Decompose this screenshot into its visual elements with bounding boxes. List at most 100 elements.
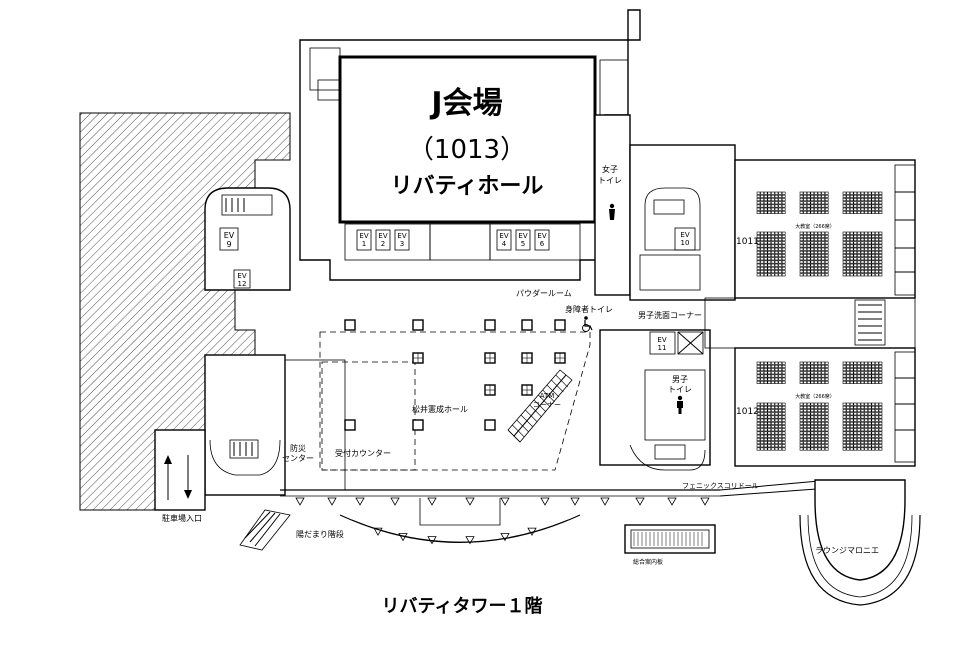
facade-post [373,527,383,536]
mens-toilet-label: 男子トイレ [668,375,692,394]
seat [878,364,883,368]
seat [778,244,782,248]
seat [767,244,772,248]
seat [767,234,772,238]
seat [774,374,779,378]
seat [814,234,818,238]
seat [781,234,786,238]
seat [763,198,768,202]
seat [875,247,879,251]
seat [871,198,876,202]
seat [878,231,883,235]
seat [849,368,854,372]
seat [857,402,861,406]
seat [763,371,768,375]
seat [760,207,764,211]
seat [803,409,807,413]
seat [849,421,854,425]
seat [817,447,822,451]
seat [849,191,854,195]
seat [864,273,868,277]
seat [806,254,811,258]
seat [821,447,825,451]
seat [821,412,825,416]
seat [814,198,818,202]
seat [799,250,804,254]
seat [878,412,883,416]
lounge[interactable] [799,479,921,606]
seat [814,266,818,270]
seat [875,447,879,451]
seat [821,377,825,381]
seat [817,247,822,251]
facade-post [390,497,400,506]
seat [842,194,847,198]
classroom-1011[interactable] [734,159,916,299]
seat [871,266,876,270]
seat [781,368,786,372]
seat [760,437,764,441]
seat [824,361,829,365]
seat [871,241,876,245]
seat [778,247,782,251]
seat [778,425,782,429]
seat [810,250,815,254]
seat [853,201,858,205]
seat [871,447,876,451]
seat [771,425,775,429]
seat [756,425,761,429]
seat [774,437,779,441]
seat [763,415,768,419]
seat [821,270,825,274]
seat [771,207,775,211]
column [484,319,496,331]
seat [806,415,811,419]
seat [875,273,879,277]
seat [774,425,779,429]
seat [871,250,876,254]
column [344,419,356,431]
seat [756,247,761,251]
seat [760,418,764,422]
seat [767,201,772,205]
column [412,419,424,431]
seat [803,447,807,451]
seat [867,371,872,375]
seat [842,241,847,245]
seat [867,447,872,451]
seat [824,441,829,445]
seat [763,204,768,208]
seat [867,437,872,441]
seat [821,207,825,211]
seat [810,412,815,416]
seat [767,374,772,378]
seat [806,377,811,381]
seat [806,207,811,211]
seat [781,247,786,251]
seat [817,418,822,422]
seat [821,273,825,277]
seat [774,241,779,245]
seat [878,238,883,242]
seat [857,241,861,245]
seat [810,361,815,365]
seat [774,270,779,274]
seat [849,437,854,441]
classroom-1012[interactable] [734,347,916,467]
seat [824,210,829,214]
seat [774,198,779,202]
seat [763,238,768,242]
seat [814,371,818,375]
j-hall-box[interactable] [338,55,597,224]
seat [857,263,861,267]
seat [763,444,768,448]
seat [853,234,858,238]
seat [803,201,807,205]
seat [878,425,883,429]
seat [806,444,811,448]
seat [860,412,865,416]
seat [846,380,850,384]
seat [756,421,761,425]
seat [867,415,872,419]
